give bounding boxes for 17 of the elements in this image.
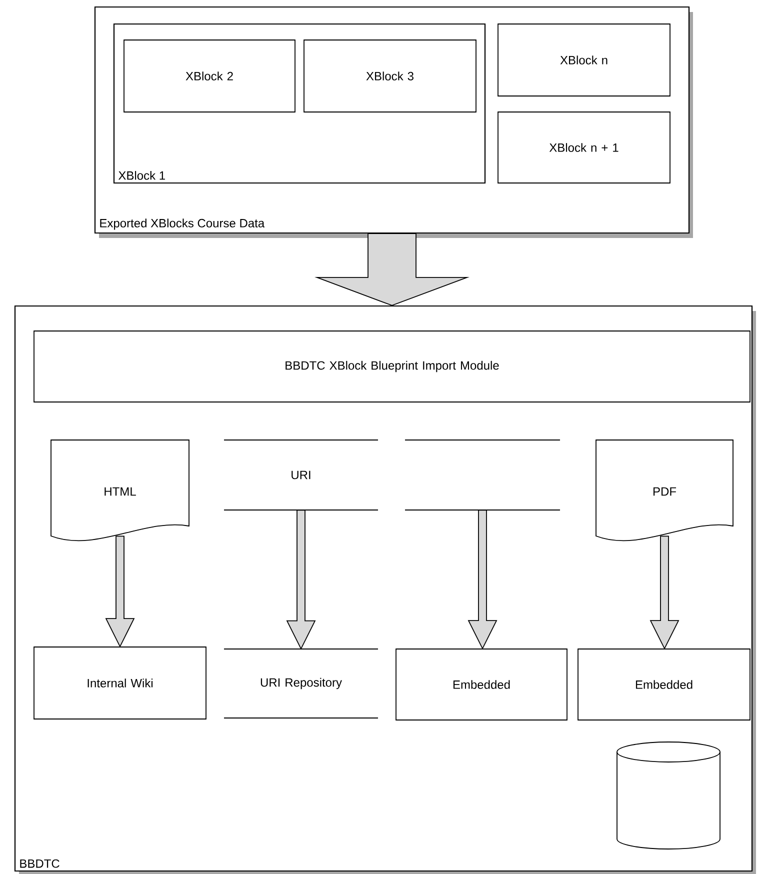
block-box: XBlock n — [498, 24, 670, 96]
process-box: Embedded — [396, 648, 568, 720]
module-box: BBDTC XBlock Blueprint Import Module — [34, 330, 750, 402]
block-box: XBlock n + 1 — [498, 112, 670, 184]
process-box: Embedded — [578, 648, 750, 720]
database-cylinder — [616, 742, 720, 850]
data-store: URI — [224, 440, 378, 510]
block-arrow — [468, 510, 498, 650]
block-box: XBlock 3 — [304, 40, 476, 112]
process-box: Internal Wiki — [34, 646, 206, 720]
block-arrow — [105, 536, 135, 648]
block-box: XBlock 2 — [124, 40, 296, 112]
data-store — [404, 440, 560, 510]
data-store: URI Repository — [224, 648, 378, 718]
block-arrow — [286, 510, 316, 650]
block-arrow — [650, 536, 680, 650]
block-arrow — [314, 233, 470, 306]
